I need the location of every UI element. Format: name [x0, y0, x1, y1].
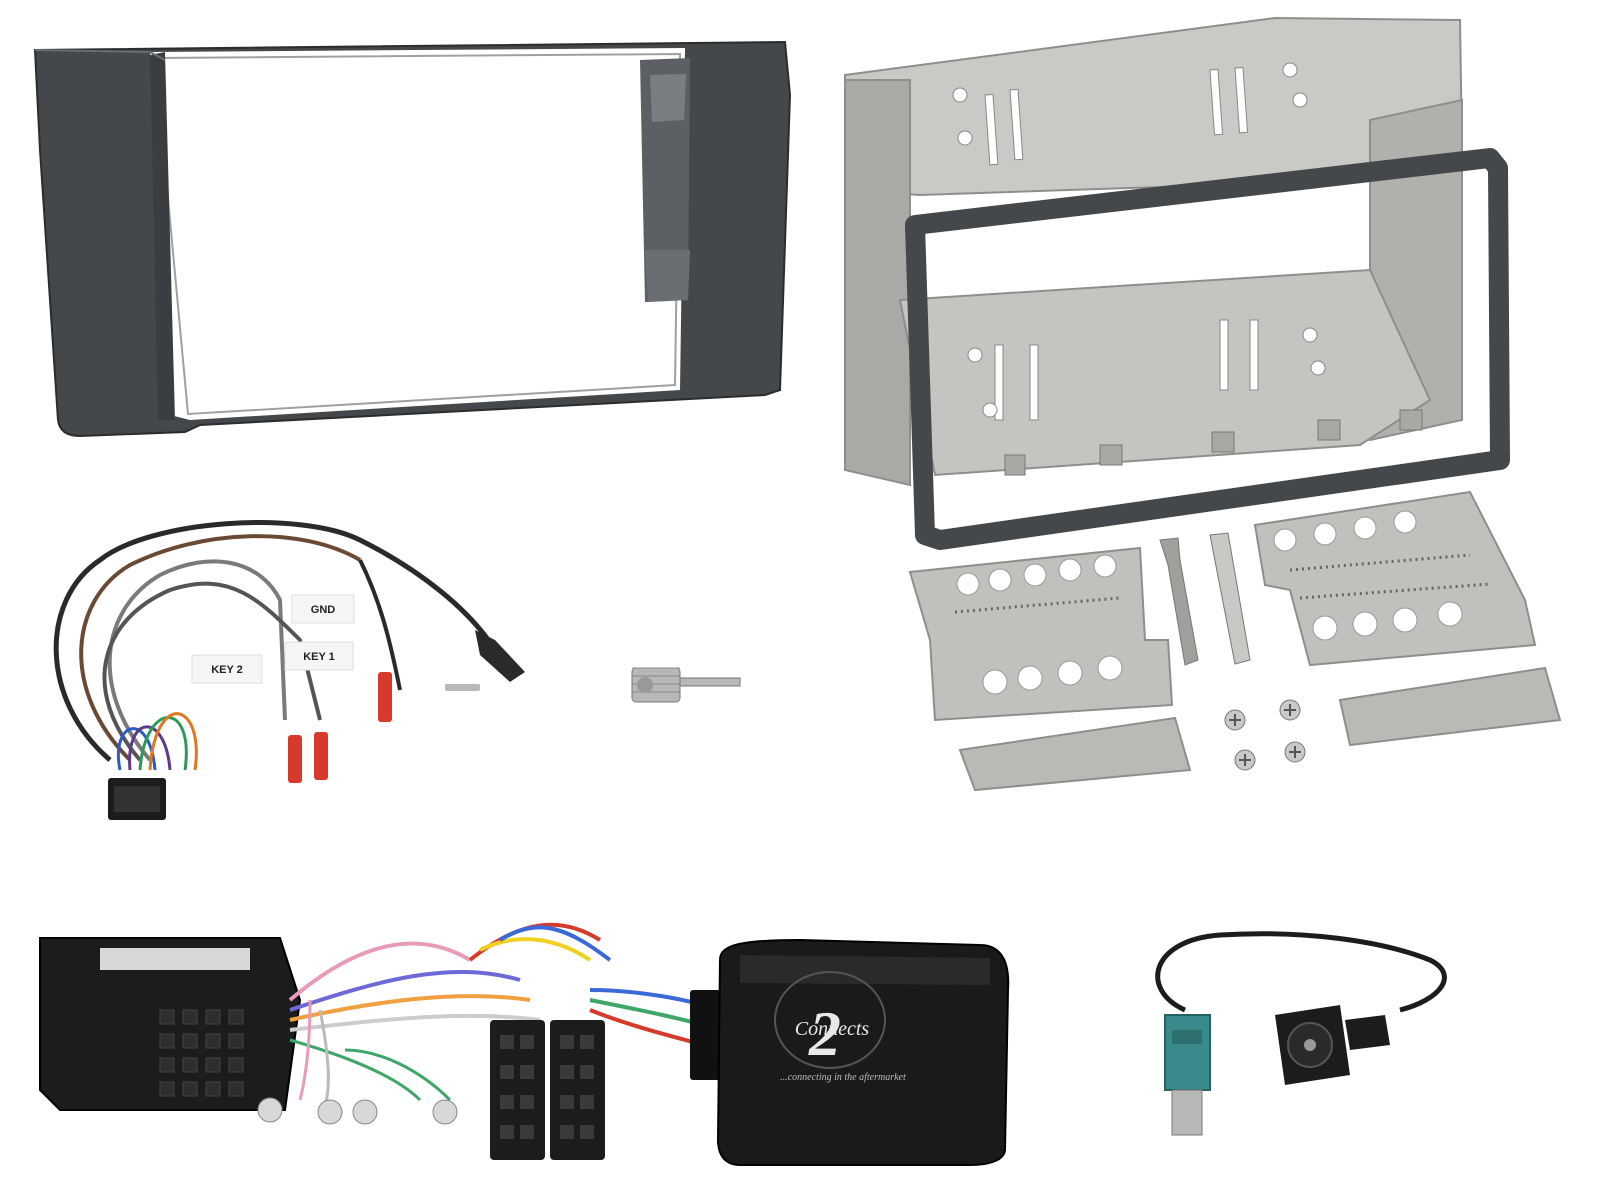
metal-strip-left	[958, 716, 1192, 792]
mounting-plate-left	[908, 546, 1174, 722]
connector-icon	[317, 1099, 343, 1125]
jack-plug-icon	[445, 684, 480, 691]
metal-strip-right	[1338, 666, 1562, 747]
iso-connector-1	[490, 1020, 545, 1160]
mounting-cage	[844, 16, 1510, 550]
plug-icon	[288, 735, 302, 783]
release-key-right	[1209, 532, 1251, 665]
screw-icon	[1284, 741, 1306, 763]
fakra-connector	[1164, 1014, 1211, 1091]
plug-icon	[314, 732, 328, 780]
gnd-label: GND	[291, 594, 355, 624]
logo-tagline: ...connecting in the aftermarket	[780, 1072, 906, 1083]
svg-text:KEY 2: KEY 2	[211, 664, 243, 676]
logo-text: Connects	[795, 1018, 870, 1040]
din-socket	[1275, 1005, 1390, 1085]
fakra-antenna-adapter	[1155, 931, 1447, 1136]
antenna-adapter	[631, 667, 741, 703]
connector-icon	[352, 1099, 378, 1125]
iso-connector-2	[550, 1020, 605, 1160]
steering-patch-lead: GND KEY 1 KEY 2	[53, 520, 525, 820]
logo-number: 2	[808, 998, 841, 1069]
connector-icon	[432, 1099, 458, 1125]
screw-icon	[1279, 699, 1301, 721]
svg-text:GND: GND	[311, 604, 336, 616]
release-key-left	[1159, 537, 1199, 666]
key2-label: KEY 2	[191, 654, 263, 684]
connector-icon	[257, 1097, 283, 1123]
quadlock-harness	[39, 922, 721, 1160]
svg-text:KEY 1: KEY 1	[303, 651, 335, 663]
mounting-plate-right	[1253, 490, 1537, 667]
screw-icon	[1234, 749, 1256, 771]
key1-label: KEY 1	[284, 641, 354, 671]
steering-interface-box: 2 Connects ...connecting in the aftermar…	[690, 938, 1010, 1166]
screws	[1224, 699, 1306, 771]
plug-icon	[378, 672, 392, 722]
fascia-panel	[33, 40, 792, 438]
screw-icon	[1224, 709, 1246, 731]
pin-grid	[159, 1009, 244, 1097]
